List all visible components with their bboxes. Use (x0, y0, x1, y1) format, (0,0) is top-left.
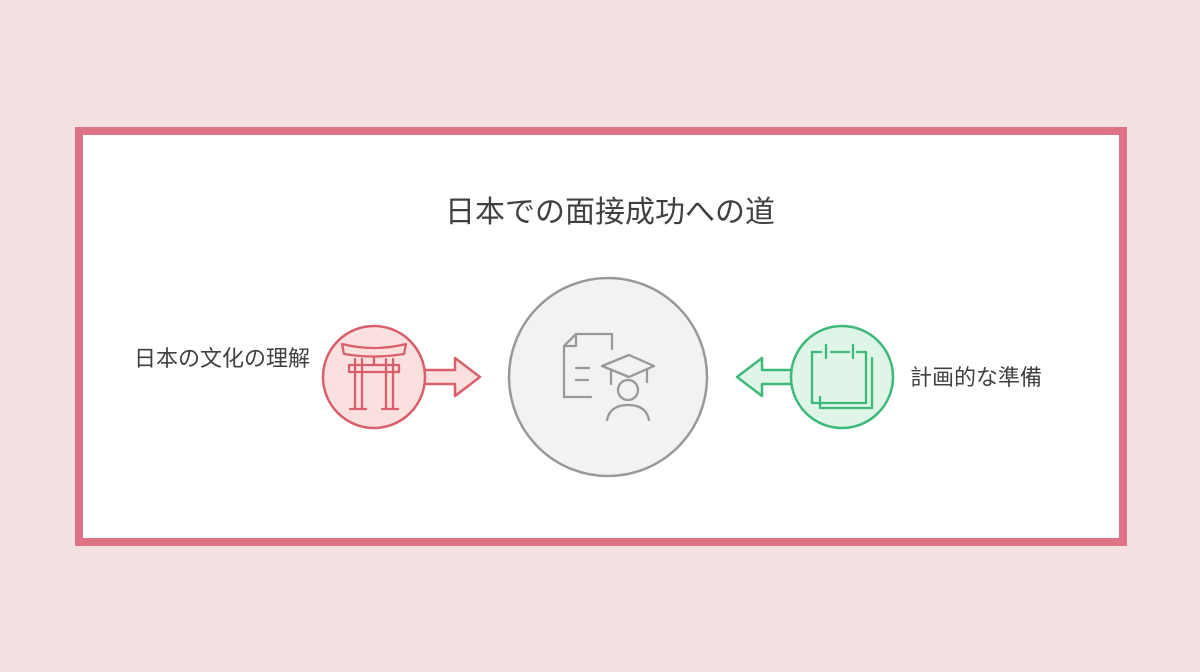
torii-gate-icon (340, 342, 408, 411)
planning-circle (789, 324, 895, 430)
culture-label: 日本の文化の理解 (133, 347, 310, 372)
planning-label: 計画的な準備 (910, 366, 1043, 391)
right-arrow (735, 356, 794, 398)
diagram-title: 日本での面接成功への道 (445, 195, 775, 230)
culture-circle (321, 324, 427, 430)
calendar-icon (810, 343, 874, 410)
document-graduate-icon (562, 332, 656, 422)
left-arrow (422, 356, 482, 398)
interview-circle (507, 276, 709, 478)
